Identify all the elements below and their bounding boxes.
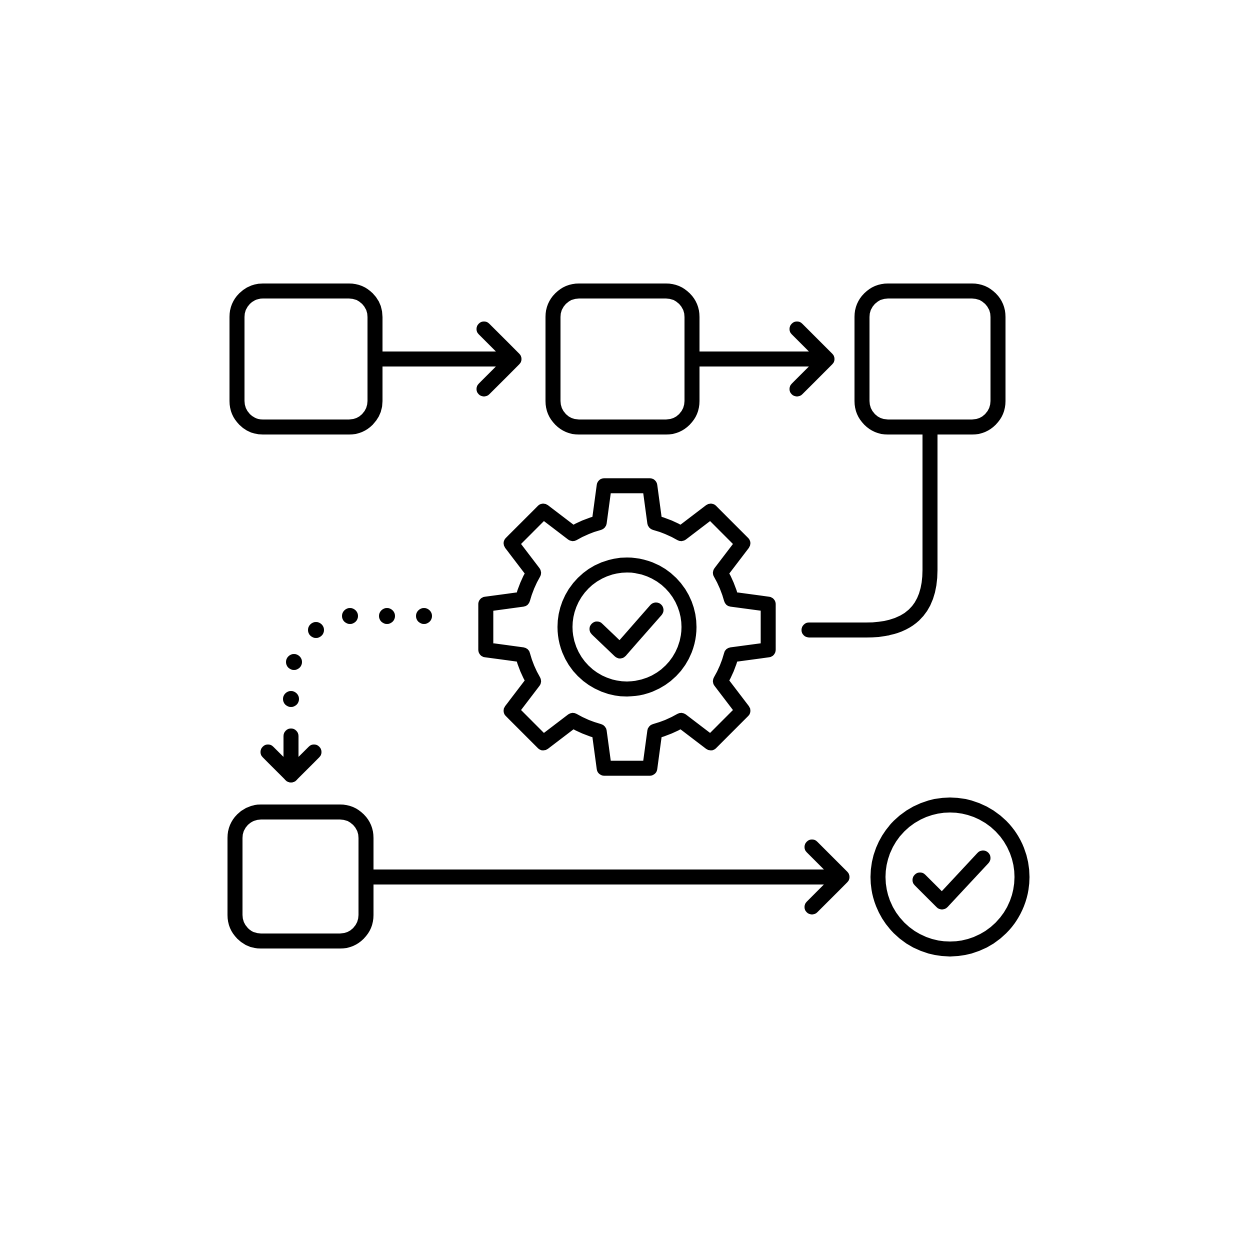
dotted-connector-dot <box>308 622 324 638</box>
arrow-step2-to-step3 <box>684 321 835 397</box>
dotted-connector-dot <box>379 608 395 624</box>
step-3-box <box>854 283 1006 435</box>
dotted-connector-dot <box>342 608 358 624</box>
dotted-connector-gear-to-step4 <box>283 608 432 707</box>
dotted-connector-dot <box>283 691 299 707</box>
arrow-step1-to-step2 <box>367 321 522 397</box>
arrow-step4-to-done <box>358 839 850 915</box>
step-2-box <box>545 283 700 435</box>
step-1-box <box>229 283 383 435</box>
done-check-circle-icon <box>870 797 1030 957</box>
done-checkmark-icon <box>912 850 991 910</box>
dotted-connector-dot <box>286 654 302 670</box>
dotted-connector-dot <box>416 608 432 624</box>
step-4-box <box>227 804 374 949</box>
gear-icon <box>478 478 776 776</box>
gear-checkmark-icon <box>589 602 664 659</box>
connector-step3-to-gear <box>801 419 938 638</box>
down-arrow-to-step4 <box>260 728 322 783</box>
